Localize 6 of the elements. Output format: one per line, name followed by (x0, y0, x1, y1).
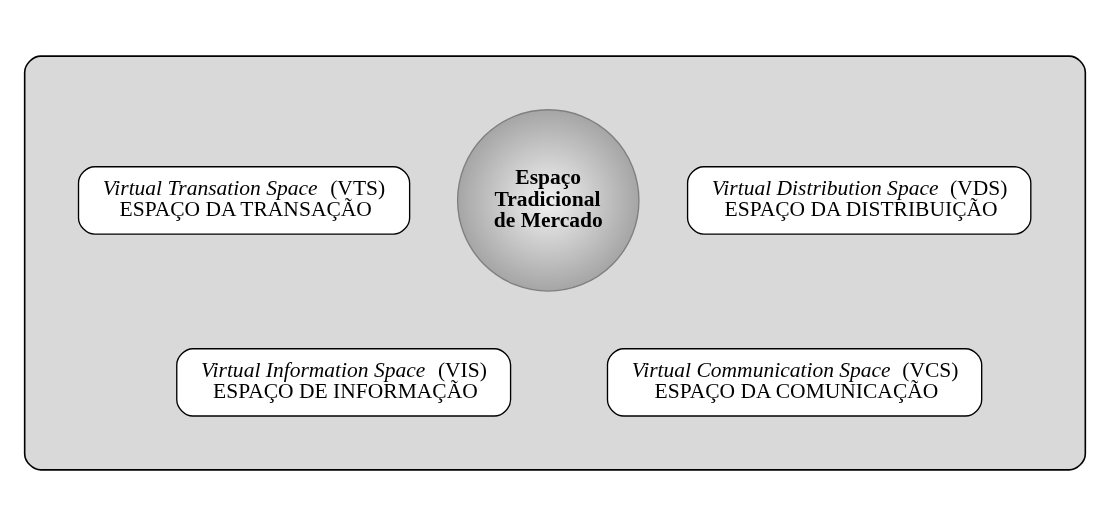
node-box: Virtual Transation Space (VTS) ESPAÇO DA TRANSAÇÃO (77, 166, 411, 235)
node-box: Virtual Information Space (VIS) ESPAÇO DE INFORMAÇÃO (176, 348, 512, 417)
node-box: Virtual Communication Space (VCS) ESPAÇO DA COMUNICAÇÃO (606, 348, 983, 417)
node-circle: Espaço Tradicional de Mercado (456, 109, 640, 292)
cluster (23, 55, 1087, 471)
node-box: Virtual Distribution Space (VDS) ESPAÇO DA DISTRIBUIÇÃO (686, 166, 1032, 235)
